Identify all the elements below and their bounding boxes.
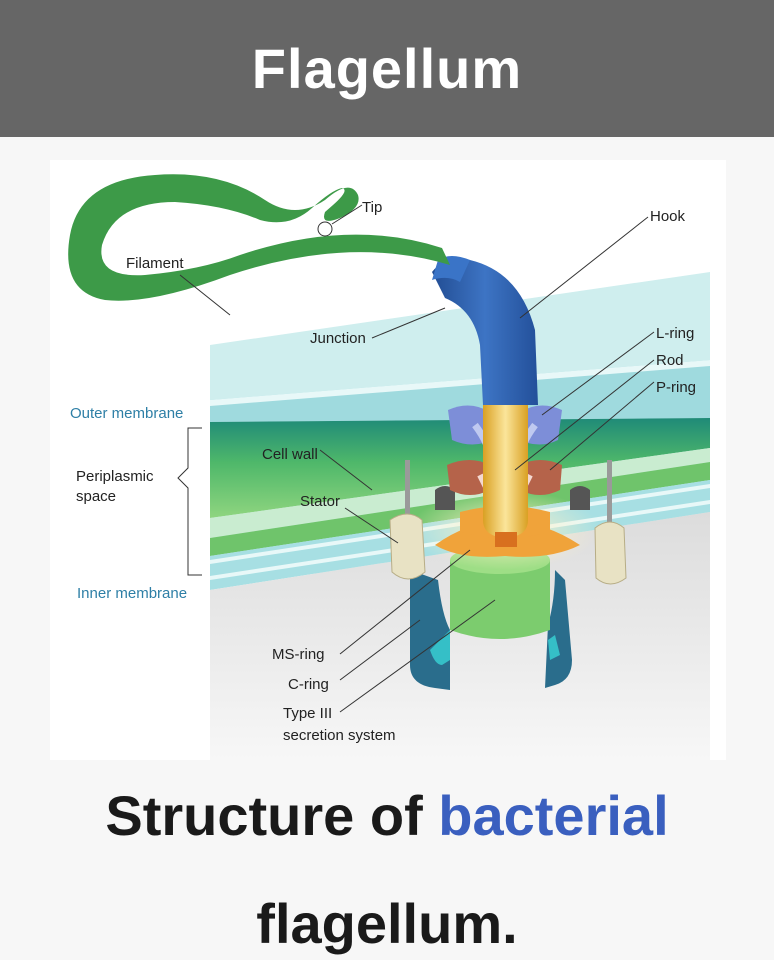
label-inner-membrane: Inner membrane	[77, 585, 187, 602]
flagellum-diagram: Tip Filament Hook Junction L-ring Rod P-…	[50, 160, 726, 760]
label-ms-ring: MS-ring	[272, 646, 325, 663]
label-rod: Rod	[656, 352, 684, 369]
header-bar: Flagellum	[0, 0, 774, 137]
label-hook: Hook	[650, 208, 686, 225]
label-c-ring: C-ring	[288, 676, 329, 693]
label-type-iii: Type III	[283, 705, 332, 722]
hook	[432, 258, 538, 405]
label-filament: Filament	[126, 255, 184, 272]
label-outer-membrane: Outer membrane	[70, 405, 183, 422]
ms-ring	[450, 550, 550, 639]
label-stator: Stator	[300, 493, 340, 510]
caption-text: Structure of	[105, 784, 439, 847]
filament-tip	[317, 221, 333, 237]
label-secretion-system: secretion system	[283, 727, 396, 744]
caption-line-2: flagellum.	[256, 892, 518, 955]
caption-line-1: Structure of bacterial	[0, 780, 774, 852]
label-tip: Tip	[362, 199, 382, 216]
page-title: Flagellum	[251, 37, 523, 100]
label-l-ring: L-ring	[656, 325, 694, 342]
filament	[68, 174, 450, 301]
p-ring	[447, 460, 490, 495]
label-cell-wall: Cell wall	[262, 446, 318, 463]
label-junction: Junction	[310, 330, 366, 347]
label-space: space	[76, 488, 116, 505]
cytoplasm	[210, 512, 710, 760]
caption-link-bacterial[interactable]: bacterial	[438, 784, 669, 847]
label-p-ring: P-ring	[656, 379, 696, 396]
stator-right	[594, 521, 627, 585]
rod	[483, 405, 528, 536]
label-periplasmic: Periplasmic	[76, 468, 154, 485]
stator-left	[389, 513, 426, 580]
